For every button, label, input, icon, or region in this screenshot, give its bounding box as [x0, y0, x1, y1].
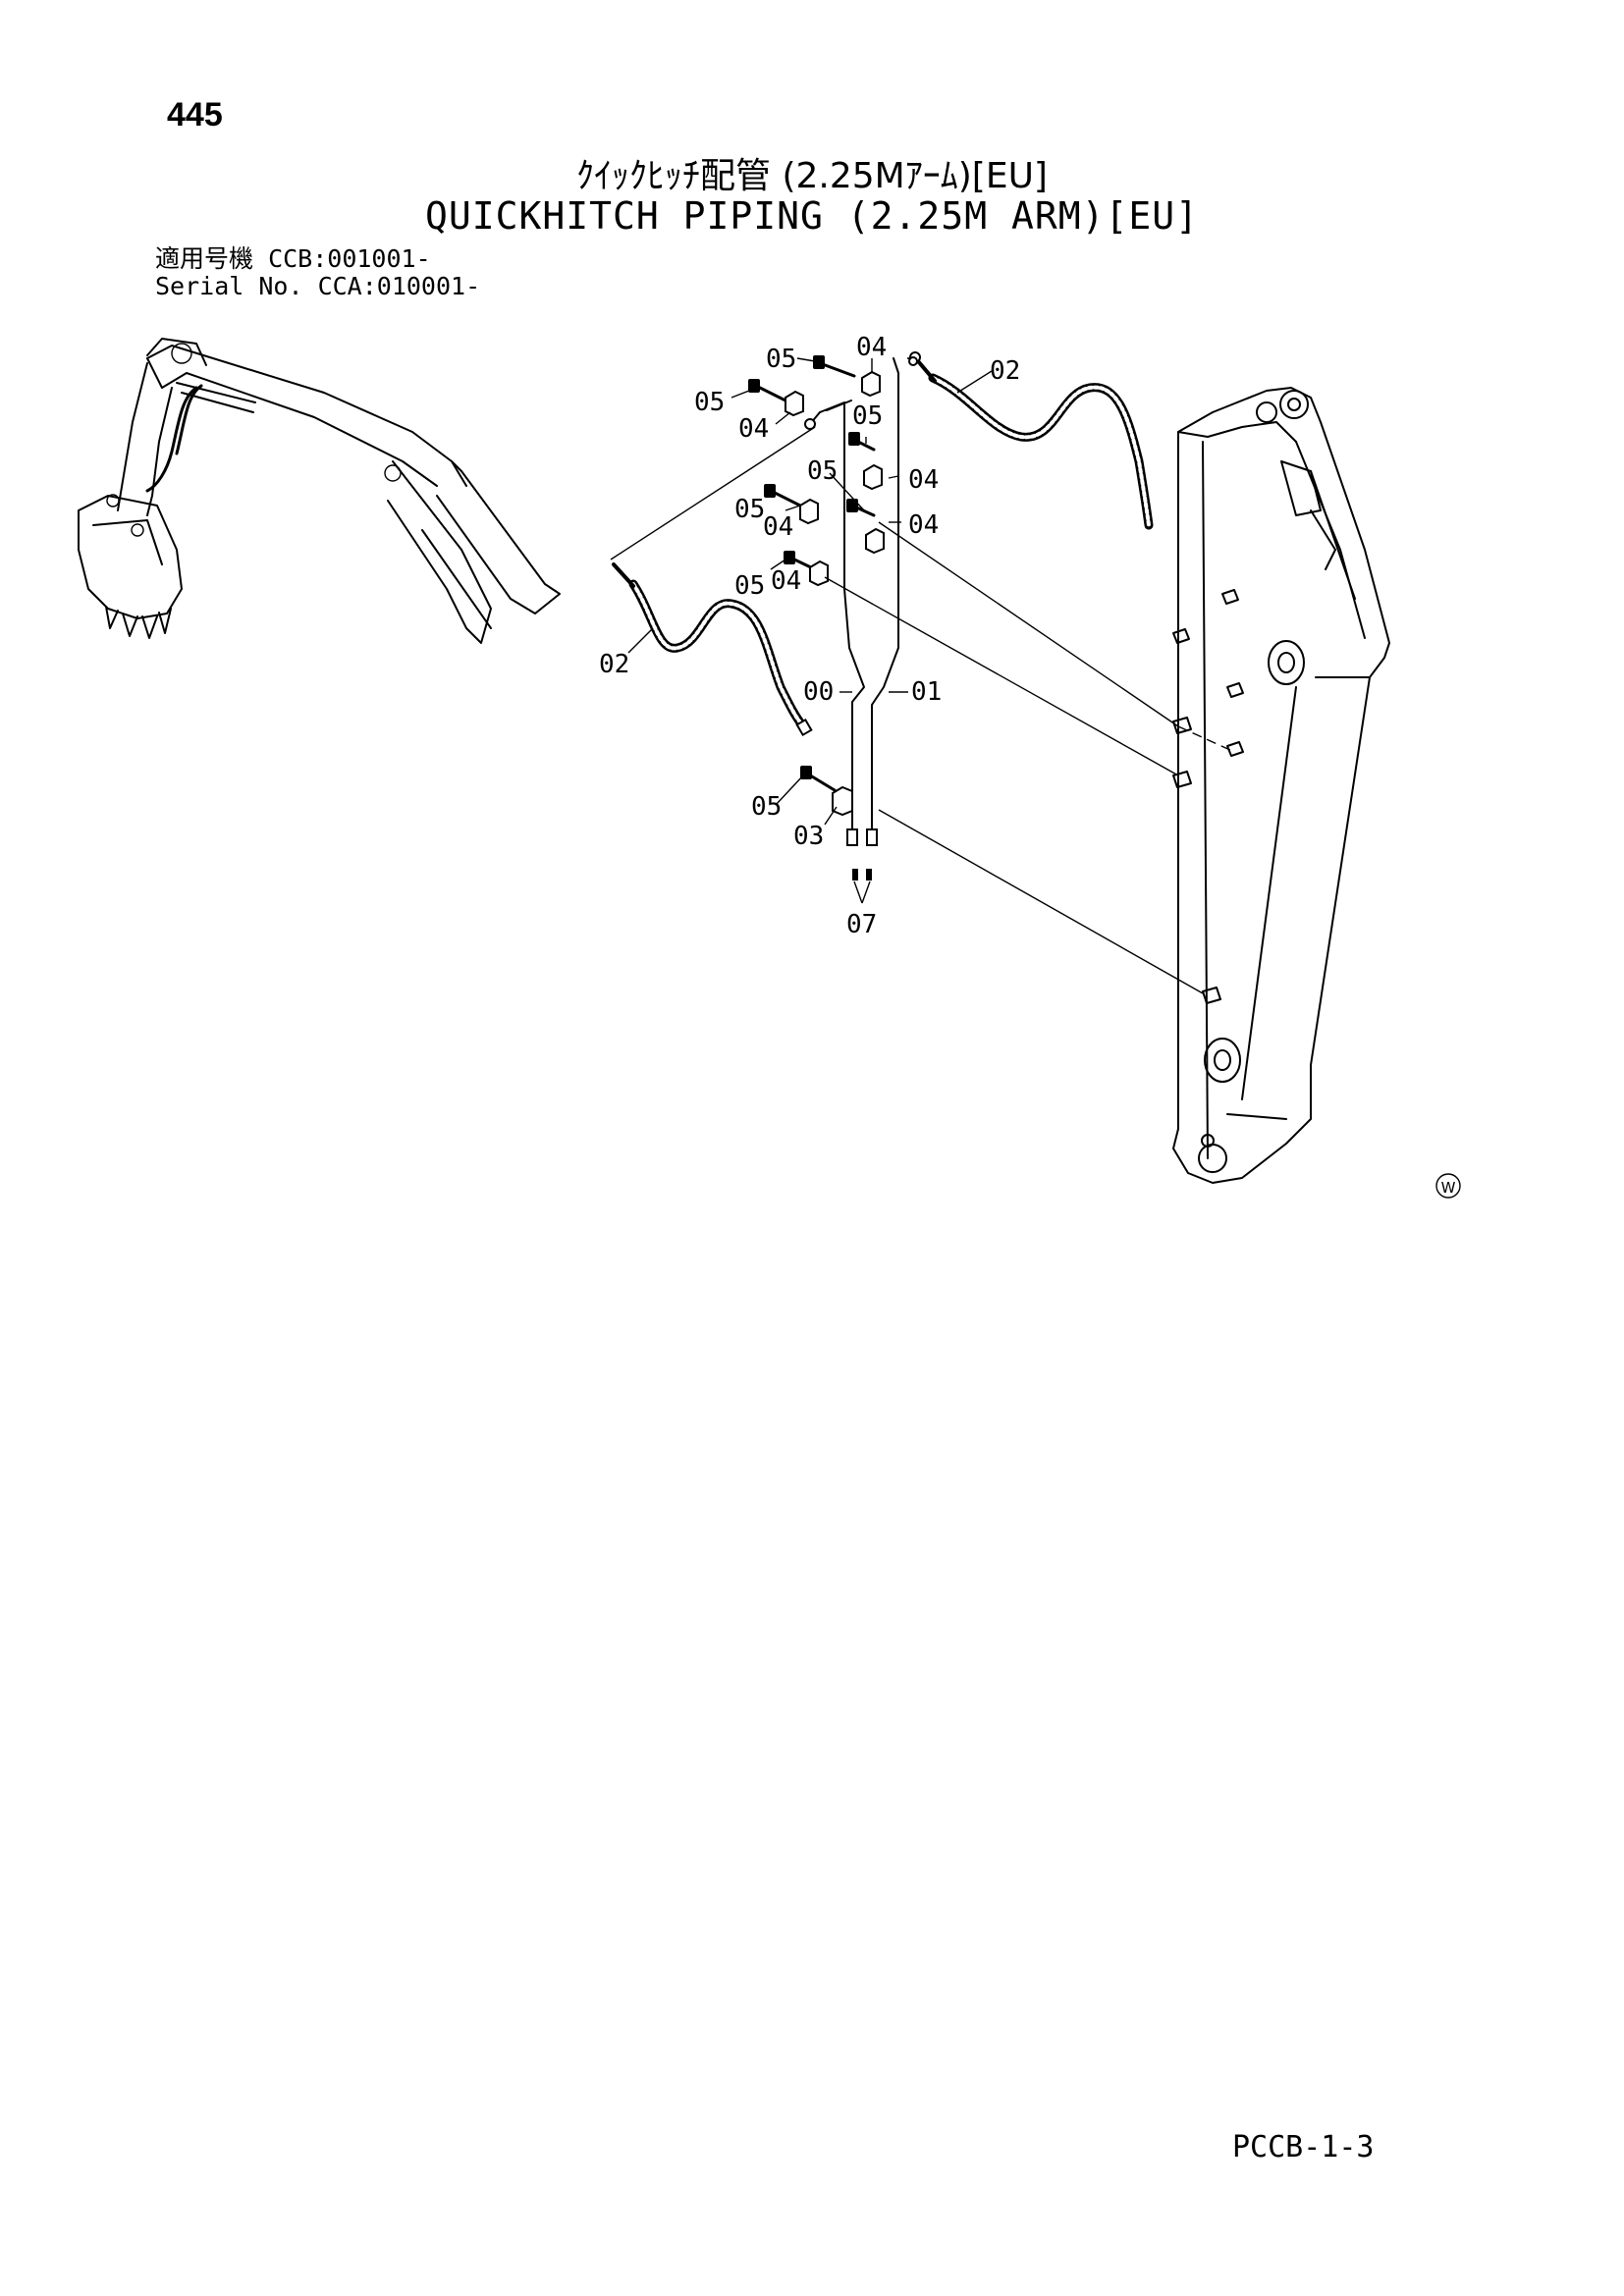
applicability-row-serial: Serial No. CCA:010001- [155, 273, 480, 300]
circled-w-symbol: W [1435, 1173, 1461, 1199]
applicability-value: CCB:001001- [268, 244, 431, 273]
hose-02-left [612, 562, 813, 737]
callout-04: 04 [771, 566, 801, 596]
callout-00: 00 [803, 677, 834, 707]
callout-01: 01 [911, 677, 942, 707]
callout-05: 05 [766, 345, 796, 374]
callout-03: 03 [793, 822, 824, 851]
callout-04: 04 [738, 414, 769, 444]
serial-value: CCA:010001- [317, 272, 481, 300]
excavator-overview-illustration [78, 338, 561, 644]
callout-05: 05 [852, 401, 883, 431]
assembly-lines [610, 426, 1233, 994]
callout-04: 04 [908, 510, 939, 540]
callout-05: 05 [694, 388, 725, 417]
callout-labels: 05 04 02 05 04 05 04 05 04 04 05 05 04 0… [599, 333, 1020, 939]
callout-05-lower: 05 [734, 571, 765, 601]
page-title-english: QUICKHITCH PIPING (2.25M ARM)[EU] [425, 194, 1199, 238]
arm-illustration [1172, 387, 1390, 1184]
callout-05: 05 [751, 792, 782, 822]
callout-07: 07 [846, 910, 877, 939]
applicability-label: 適用号機 [155, 244, 254, 273]
page-number: 445 [167, 96, 223, 133]
callout-02: 02 [599, 650, 629, 679]
applicability-block: 適用号機 CCB:001001- Serial No. CCA:010001- [155, 245, 480, 300]
callout-04: 04 [856, 333, 887, 362]
callout-05: 05 [807, 456, 838, 486]
callout-04: 04 [908, 465, 939, 495]
callout-leaders [627, 357, 993, 904]
document-code: PCCB-1-3 [1232, 2130, 1375, 2164]
callout-04: 04 [763, 512, 793, 542]
serial-label: Serial No. [155, 272, 303, 300]
symbol-label: W [1441, 1179, 1456, 1197]
applicability-row-model: 適用号機 CCB:001001- [155, 245, 480, 273]
callout-05: 05 [734, 495, 765, 524]
pipe-assembly [804, 356, 918, 846]
page-title-japanese: ｸｲｯｸﾋｯﾁ配管 (2.25Mｱｰﾑ)[EU] [576, 156, 1048, 196]
hose-02-right [909, 351, 1154, 530]
callout-02: 02 [990, 356, 1020, 386]
